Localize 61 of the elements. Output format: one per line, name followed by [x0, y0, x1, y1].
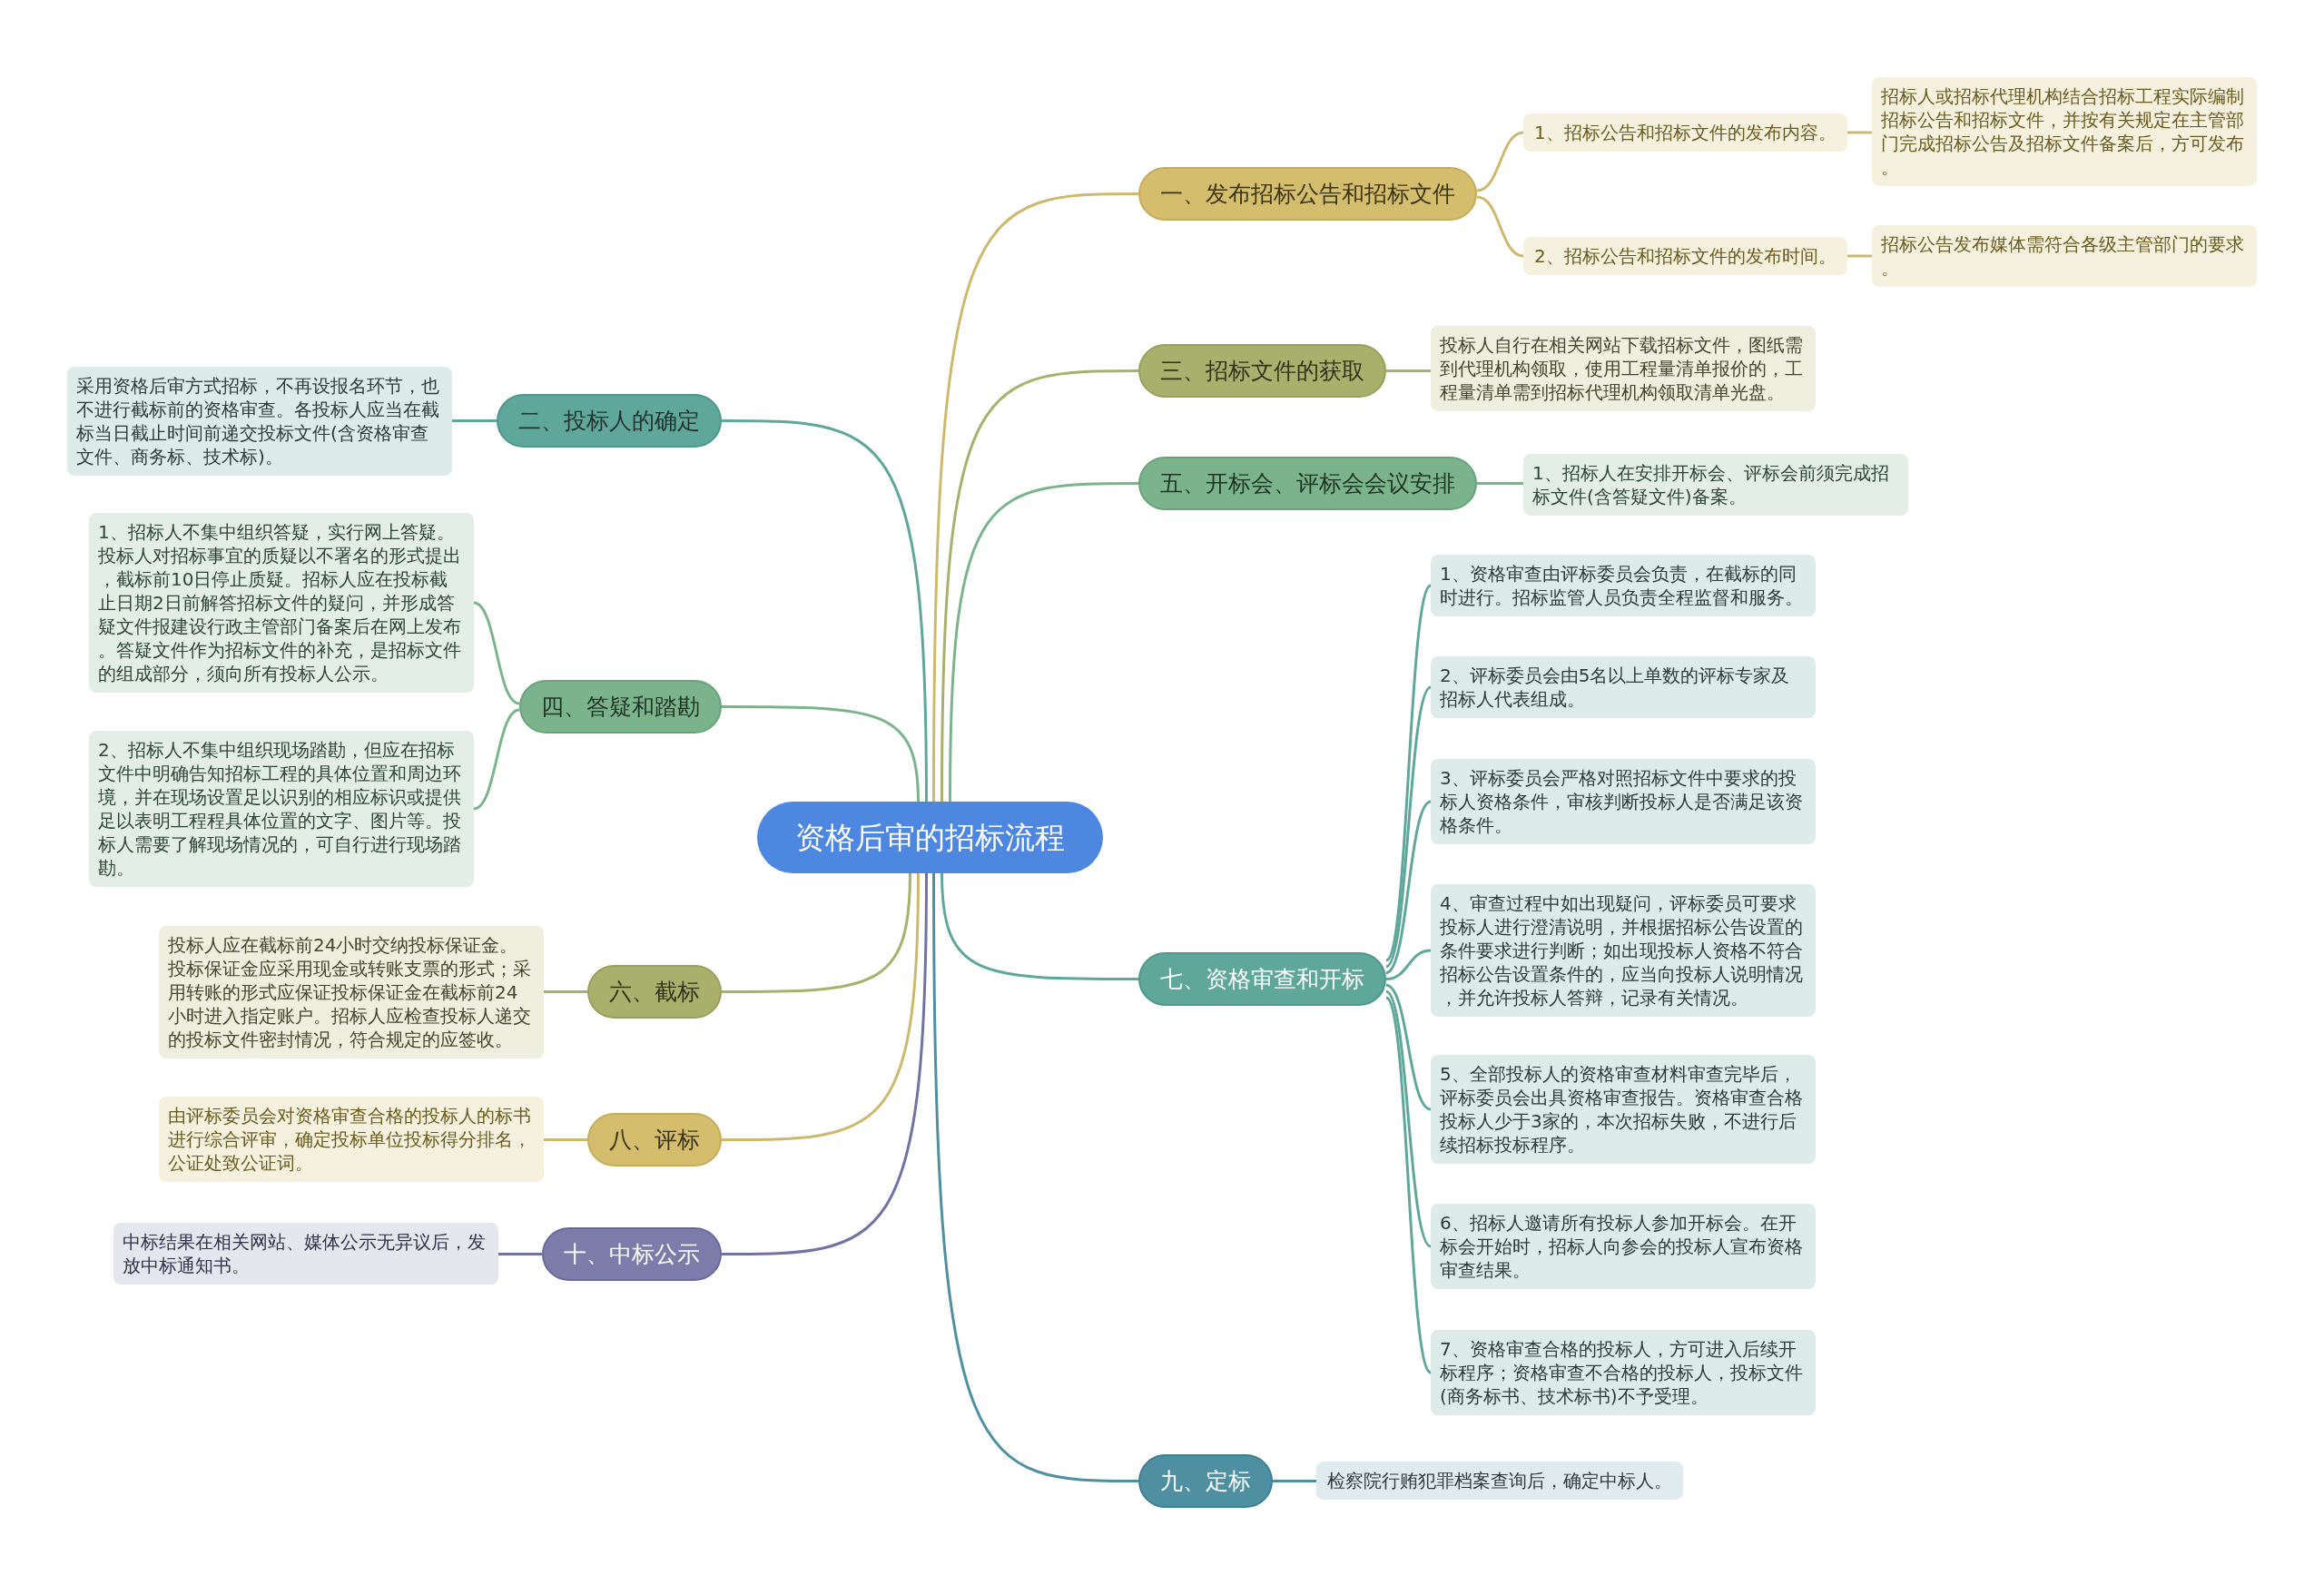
detail-note: 7、资格审查合格的投标人，方可进入后续开标程序；资格审查不合格的投标人，投标文件(商务标书、技术标书)不予受理。 [1431, 1330, 1816, 1415]
detail-note: 2、评标委员会由5名以上单数的评标专家及招标人代表组成。 [1431, 656, 1816, 718]
connector-line [498, 1253, 542, 1255]
branch-curve [722, 872, 920, 1141]
main-topic: 六、截标 [587, 965, 722, 1019]
detail-note: 4、审查过程中如出现疑问，评标委员可要求投标人进行澄清说明，并根据招标公告设置的条件要求进行判断；如出现投标人资格不符合招标公告设置条件的，应当向投标人说明情况，并允许投标人答辩，记录有关情况。 [1431, 884, 1816, 1017]
main-topic: 三、招标文件的获取 [1138, 344, 1386, 398]
connector-line [1384, 990, 1433, 1248]
connector-line [473, 708, 520, 811]
connector-line [1385, 949, 1432, 980]
detail-note: 投标人自行在相关网站下载招标文件，图纸需到代理机构领取，使用工程量清单报价的，工程量清单需到招标代理机构领取清单光盘。 [1431, 326, 1816, 411]
detail-note: 招标人或招标代理机构结合招标工程实际编制招标公告和招标文件，并按有关规定在主管部门完成招标公告及招标文件备案后，方可发布。 [1872, 77, 2257, 186]
detail-note: 6、招标人邀请所有投标人参加开标会。在开标会开始时，招标人向参会的投标人宣布资格审查结果。 [1431, 1204, 1816, 1289]
branch-curve [932, 873, 1138, 1482]
detail-note: 3、评标委员会严格对照招标文件中要求的投标人资格条件，审核判断投标人是否满足该资格条件。 [1431, 759, 1816, 844]
connector-line [1846, 254, 1872, 258]
main-topic: 一、发布招标公告和招标文件 [1138, 167, 1477, 221]
central-topic: 资格后审的招标流程 [757, 802, 1103, 873]
branch-curve [722, 872, 911, 993]
connector-line [1477, 482, 1523, 485]
detail-note: 5、全部投标人的资格审查材料审查完毕后，评标委员会出具资格审查报告。资格审查合格投标人少于3家的，本次招标失败，不进行后续招标投标程序。 [1431, 1055, 1816, 1164]
connector-line [1476, 195, 1524, 258]
subtopic: 2、招标公告和招标文件的发布时间。 [1523, 237, 1847, 275]
connector-line [473, 601, 520, 705]
branch-curve [949, 482, 1138, 802]
detail-note: 中标结果在相关网站、媒体公示无异议后，发放中标通知书。 [113, 1223, 498, 1285]
branch-curve [940, 872, 1138, 980]
detail-note: 由评标委员会对资格审查合格的投标人的标书进行综合评审，确定投标单位投标得分排名，公证处致公证词。 [159, 1097, 544, 1182]
connector-line [1384, 585, 1433, 961]
main-topic: 二、投标人的确定 [497, 394, 722, 448]
connector-line [452, 419, 497, 422]
detail-note: 1、招标人在安排开标会、评标会前须完成招标文件(含答疑文件)备案。 [1523, 454, 1908, 516]
connector-line [1846, 131, 1872, 134]
detail-note: 2、招标人不集中组织现场踏勘，但应在招标文件中明确告知招标工程的具体位置和周边环境，并在现场设置足以识别的相应标识或提供足以表明工程程具体位置的文字、图片等。投标人需要了解现场情况的，可自行进行现场踏勘。 [89, 731, 474, 887]
main-topic: 七、资格审查和开标 [1138, 952, 1386, 1006]
branch-curve [932, 192, 1138, 802]
main-topic: 四、答疑和踏勘 [519, 680, 722, 733]
branch-curve [722, 419, 928, 802]
main-topic: 五、开标会、评标会会议安排 [1138, 457, 1477, 510]
branch-curve [940, 369, 1138, 802]
main-topic: 八、评标 [587, 1113, 722, 1167]
main-topic: 十、中标公示 [542, 1227, 722, 1281]
detail-note: 1、招标人不集中组织答疑，实行网上答疑。投标人对招标事宜的质疑以不署名的形式提出，截标前10日停止质疑。招标人应在投标截止日期2日前解答招标文件的疑问，并形成答疑文件报建设行政主管部门备案后在网上发布。答疑文件作为招标文件的补充，是招标文件的组成部分，须向所有投标人公示。 [89, 513, 474, 693]
detail-note: 投标人应在截标前24小时交纳投标保证金。投标保证金应采用现金或转账支票的形式；采用转账的形式应保证投标保证金在截标前24小时进入指定账户。招标人应检查投标人递交的投标文件密封情况，符合规定的应签收。 [159, 926, 544, 1058]
connector-line [1386, 369, 1431, 372]
connector-line [1476, 131, 1524, 192]
detail-note: 招标公告发布媒体需符合各级主管部门的要求。 [1872, 225, 2257, 287]
connector-line [544, 1138, 587, 1141]
main-topic: 九、定标 [1138, 1454, 1273, 1508]
branch-curve [722, 705, 920, 802]
connector-line [1384, 685, 1433, 968]
connector-line [1385, 983, 1432, 1111]
branch-curve [722, 873, 928, 1255]
detail-note: 采用资格后审方式招标，不再设报名环节，也不进行截标前的资格审查。各投标人应当在截标当日截止时间前递交投标文件(含资格审查文件、商务标、技术标)。 [67, 367, 452, 476]
connector-line [1384, 997, 1433, 1373]
connector-line [1385, 800, 1432, 974]
subtopic: 检察院行贿犯罪档案查询后，确定中标人。 [1316, 1462, 1683, 1500]
connector-line [544, 990, 587, 993]
subtopic: 1、招标公告和招标文件的发布内容。 [1523, 113, 1847, 152]
detail-note: 1、资格审查由评标委员会负责，在截标的同时进行。招标监管人员负责全程监督和服务。 [1431, 555, 1816, 616]
connector-line [1273, 1480, 1316, 1482]
